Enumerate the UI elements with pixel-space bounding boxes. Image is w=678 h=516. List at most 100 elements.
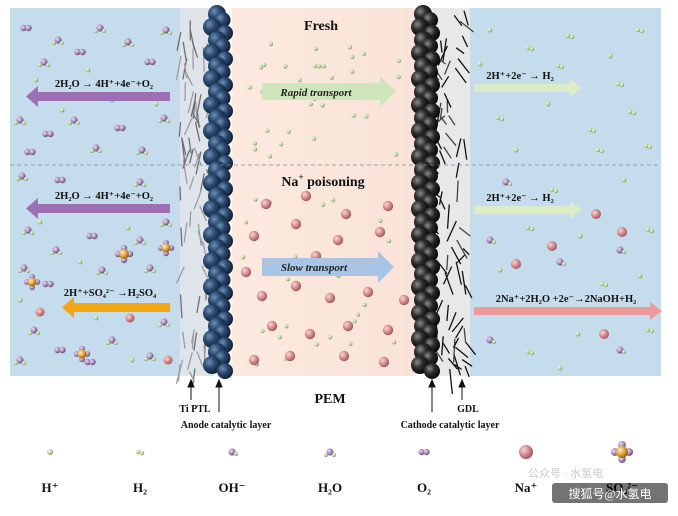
h-plus-particle [608, 54, 613, 59]
na-plus-ion [257, 291, 267, 301]
h-plus-particle [265, 129, 269, 133]
h2-icon [136, 450, 144, 455]
h-plus-particle [154, 102, 159, 107]
na-plus-ion [285, 351, 295, 361]
h-plus-particle [283, 64, 287, 68]
h-plus-particle [241, 255, 245, 259]
na-plus-ion [383, 325, 393, 335]
h-plus-particle [558, 366, 563, 371]
na-plus-ion [301, 191, 311, 201]
h-plus-particle [576, 332, 581, 337]
pem-label: PEM [314, 392, 345, 407]
bottom-cathode-reaction: 2H⁺+2e⁻ → H₂ [486, 193, 553, 204]
na-plus-ion [291, 219, 301, 229]
cathode-catalyst-particle [424, 363, 440, 379]
h2so4-reaction: 2H⁺+SO₄²⁻ →H₂SO₄ [64, 288, 157, 299]
h-plus-particle [314, 47, 318, 51]
h-plus-particle [78, 260, 83, 265]
h-plus-particle [286, 130, 290, 134]
h-plus-particle [488, 28, 493, 33]
na-plus-ion [343, 321, 353, 331]
h-plus-particle [268, 154, 272, 158]
legend-item: H₂O [318, 448, 342, 495]
h-plus-particle [260, 329, 264, 333]
na-plus-ion [599, 329, 609, 339]
h2o-molecule [324, 448, 336, 457]
na-plus-ion [36, 308, 45, 317]
naoh-reaction: 2Na⁺+2H₂O +2e⁻→2NaOH+H₂ [496, 294, 637, 305]
h-plus-particle [317, 64, 321, 68]
oh-minus-molecule [228, 448, 238, 456]
h-plus-particle [320, 103, 324, 107]
h-plus-particle [34, 78, 39, 83]
legend-label: H₂ [133, 480, 147, 495]
na-plus-ion [241, 267, 251, 277]
na-plus-ion [339, 351, 349, 361]
na-plus-ion [267, 321, 277, 331]
h-plus-particle [38, 220, 43, 225]
h-plus-particle [18, 298, 23, 303]
h-plus-particle [47, 449, 53, 455]
h-plus-particle [394, 152, 398, 156]
h-plus-particle [546, 102, 551, 107]
h-plus-particle [378, 219, 382, 223]
h-plus-particle [352, 319, 356, 323]
legend-item: OH⁻ [218, 448, 245, 495]
na-plus-ion [547, 241, 557, 251]
h-plus-particle [86, 68, 91, 73]
h-plus-particle [94, 316, 99, 321]
na-plus-ion [325, 293, 335, 303]
gdl-label: GDL [457, 404, 479, 415]
h-plus-particle [130, 358, 135, 363]
legend-label: Na⁺ [515, 480, 538, 495]
na-plus-ion [511, 259, 521, 269]
h-plus-particle [396, 75, 400, 79]
ti-fiber [193, 334, 194, 349]
legend-label: OH⁻ [218, 480, 245, 495]
na-plus-ion [519, 445, 533, 459]
h2o-icon [324, 448, 336, 457]
h-plus-particle [514, 148, 519, 153]
h-plus-particle [392, 340, 396, 344]
h-plus-particle [313, 64, 317, 68]
faint-watermark: 公众号 · 水氢电 [528, 466, 603, 480]
o2-molecule [418, 449, 429, 455]
h-plus-particle [350, 69, 354, 73]
oh-minus-icon [228, 448, 238, 456]
na-plus-ion [305, 329, 315, 339]
na-plus-ion [375, 227, 385, 237]
na-plus-ion [363, 287, 373, 297]
top-cathode-reaction: 2H⁺+2e⁻ → H₂ [486, 71, 553, 82]
h-plus-particle [578, 234, 583, 239]
h-plus-particle [60, 108, 65, 113]
h-plus-particle [348, 45, 352, 49]
h-plus-particle [126, 226, 131, 231]
h2-molecule [136, 450, 144, 455]
h-plus-particle [397, 58, 401, 62]
legend-label: O₂ [417, 480, 431, 495]
pem-region [232, 8, 416, 376]
so4-icon [611, 441, 633, 463]
h-plus-particle [269, 42, 273, 46]
h-plus-particle [253, 197, 257, 201]
anode-catalyst-particle [217, 363, 233, 379]
h-plus-particle [362, 52, 366, 56]
legend-label: H₂O [318, 480, 342, 495]
na-plus-ion [399, 295, 409, 305]
bottom-anode-reaction: 2H₂O → 4H⁺+4e⁻+O₂ [55, 191, 153, 202]
anode-layer-label: Anode catalytic layer [181, 420, 272, 431]
na-poisoning-title: Na+ poisoning [281, 172, 364, 190]
h-plus-particle [478, 62, 483, 67]
h-plus-particle [315, 342, 319, 346]
cathode-layer-label: Cathode catalytic layer [401, 420, 500, 431]
slow-transport-label: Slow transport [281, 262, 348, 274]
h-plus-particle [638, 274, 643, 279]
top-anode-reaction: 2H₂O → 4H⁺+4e⁻+O₂ [55, 79, 153, 90]
na-plus-ion [249, 355, 259, 365]
h-plus-particle [331, 198, 335, 202]
h-plus-particle [253, 141, 257, 145]
fresh-title: Fresh [304, 19, 338, 34]
ti-ptl-label: Ti PTL [179, 404, 211, 415]
